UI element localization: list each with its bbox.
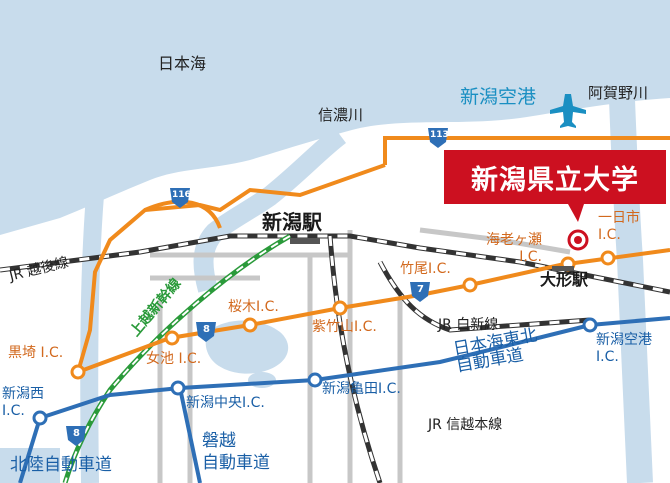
jr-shinetsu-label: JR 信越本線	[428, 417, 503, 433]
ic-markers-blue	[32, 317, 598, 426]
niigata-station-mark	[290, 238, 320, 244]
ic-sakuragi-label: 桜木I.C.	[228, 299, 279, 315]
route-113-number: 113	[430, 130, 449, 140]
ic-ebigase-label: 海老ヶ瀬 I.C.	[486, 232, 542, 265]
university-pointer	[568, 204, 584, 222]
route-8-number-b: 8	[73, 428, 80, 439]
ic-meike-label: 女池 I.C.	[146, 351, 202, 367]
route-8-number-a: 8	[203, 324, 210, 335]
ic-ichinoichi-label: 一日市 I.C.	[598, 210, 640, 243]
orange-routes	[76, 136, 670, 374]
jr-hakushin-label: JR 白新線	[438, 317, 499, 333]
left-channel	[80, 194, 104, 483]
ic-niigata-kameda-label: 新潟亀田I.C.	[322, 381, 401, 397]
sea-area	[0, 0, 670, 235]
hokuriku-label: 北陸自動車道	[10, 455, 112, 475]
ogata-station-mark	[552, 266, 574, 271]
shinano-river-label: 信濃川	[318, 106, 364, 124]
shinano-river	[193, 127, 347, 293]
route-7-shield	[410, 282, 430, 302]
banetsu-label: 磐越 自動車道	[202, 431, 270, 474]
lake	[205, 320, 289, 374]
shinkansen-line	[62, 233, 292, 483]
airport-label: 新潟空港	[460, 86, 537, 108]
route-shields	[66, 128, 448, 446]
route-7-number: 7	[417, 284, 424, 295]
agano-river-label: 阿賀野川	[588, 84, 649, 102]
ic-niigata-chuo-label: 新潟中央I.C.	[186, 395, 265, 411]
niigata-station-label: 新潟駅	[262, 210, 322, 234]
ic-shitakeyama-label: 紫竹山I.C.	[312, 319, 377, 335]
route-116-number: 116	[172, 190, 191, 200]
bottom-water	[0, 448, 60, 483]
expressways	[18, 316, 670, 483]
ic-takeo-label: 竹尾I.C.	[400, 261, 451, 277]
university-marker-icon	[567, 229, 589, 251]
route-113-shield	[428, 128, 448, 148]
ic-niigata-nishi-label: 新潟西 I.C.	[2, 386, 44, 419]
ogata-station-label: 大形駅	[540, 270, 589, 289]
university-label: 新潟県立大学	[444, 150, 666, 204]
sea-label: 日本海	[158, 54, 207, 73]
ic-kurosaki-label: 黒埼 I.C.	[8, 345, 64, 361]
airport-plane-icon	[550, 94, 586, 128]
route-8-shield-b	[66, 426, 86, 446]
route-116-shield	[170, 188, 190, 208]
route-8-shield-a	[196, 322, 216, 342]
ic-niigata-kuko-label: 新潟空港 I.C.	[596, 332, 652, 365]
